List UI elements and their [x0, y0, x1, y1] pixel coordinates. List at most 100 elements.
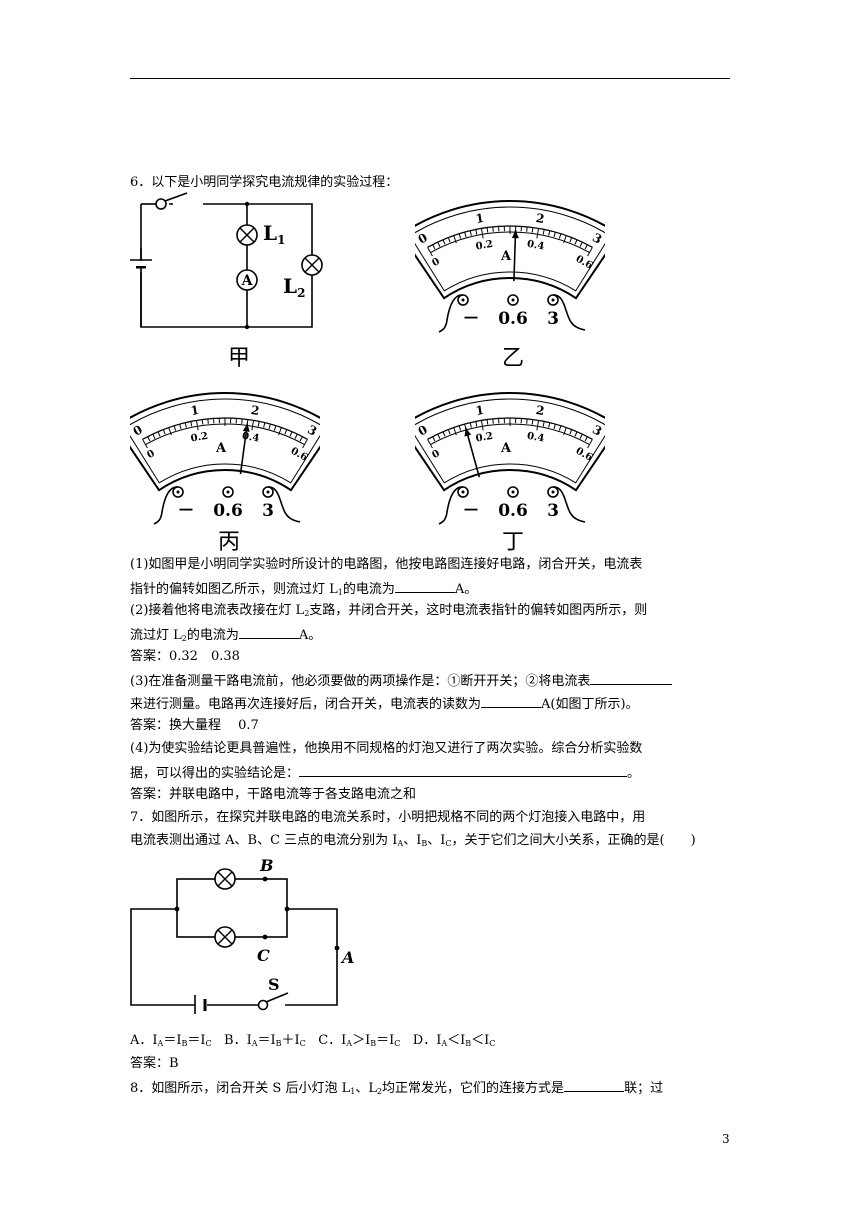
- q7-stem-line2: 电流表测出通过 A、B、C 三点的电流分别为 IA、IB、IC，关于它们之间大小…: [130, 833, 696, 848]
- scale-tick: [553, 232, 556, 238]
- scale-tick: [531, 419, 534, 425]
- meter-frame: [415, 200, 605, 300]
- scale-tick: [587, 247, 593, 257]
- page-number: 3: [722, 1132, 730, 1146]
- scale-tick: [251, 420, 255, 431]
- terminal-dot: [176, 490, 180, 494]
- scale-tick: [442, 431, 446, 437]
- q6-p4-line2: 据，可以得出的实验结论是：。: [130, 763, 736, 782]
- scale-tick: [475, 421, 478, 427]
- scale-tick: [273, 425, 277, 431]
- ammeter-label: A: [241, 273, 254, 289]
- scale-tick: [587, 439, 593, 449]
- scale-label-top: 2: [250, 403, 261, 418]
- wire-left: [438, 486, 464, 525]
- q6-stem: 6．以下是小明同学探究电流规律的实验过程：: [130, 175, 399, 190]
- scale-tick: [584, 244, 588, 250]
- scale-tick: [437, 433, 441, 439]
- meter-pointer: [513, 230, 517, 282]
- scale-tick: [289, 431, 293, 437]
- scale-tick: [427, 439, 433, 449]
- label-s: S: [268, 975, 280, 994]
- scale-tick: [207, 418, 209, 424]
- scale-tick: [486, 227, 489, 233]
- lamp-b-icon: [214, 868, 236, 890]
- scale-label-bottom: 0: [145, 448, 156, 461]
- q7-answer: 答案：B: [130, 1056, 179, 1071]
- terminal-dot: [551, 490, 555, 494]
- ammeter-icon: [236, 269, 258, 291]
- scale-tick: [464, 232, 467, 238]
- scale-tick: [278, 427, 282, 436]
- label-b: B: [259, 856, 274, 875]
- meter-pointer-head: [464, 428, 472, 437]
- scale-tick: [574, 431, 578, 437]
- scale-tick: [432, 244, 436, 250]
- scale-tick: [492, 418, 494, 424]
- scale-tick: [284, 429, 288, 435]
- scale-label-bottom: 0.4: [526, 239, 545, 253]
- lamp-l2-icon: [301, 254, 323, 276]
- label-l1: L1: [263, 221, 285, 247]
- terminal-label: 3: [262, 501, 274, 521]
- scale-tick: [475, 229, 478, 235]
- scale-label-top: 1: [189, 403, 200, 418]
- scale-tick: [458, 233, 462, 239]
- terminal-label: 0.6: [498, 501, 528, 521]
- scale-tick: [548, 230, 551, 236]
- scale-tick: [542, 421, 545, 427]
- terminal-dot: [551, 298, 555, 302]
- terminal-label: 3: [547, 501, 559, 521]
- meter-frame: [130, 392, 320, 492]
- label-a: A: [340, 948, 354, 967]
- scale-tick: [201, 419, 204, 425]
- scale-tick: [179, 424, 182, 430]
- scale-tick: [195, 420, 199, 431]
- scale-tick: [268, 424, 271, 430]
- scale-tick: [453, 427, 457, 436]
- header-rule: [130, 78, 730, 79]
- meter-pointer-head: [511, 230, 519, 239]
- scale-tick: [257, 421, 260, 427]
- meter-unit: A: [500, 249, 512, 264]
- q7-option-a: A．IA＝IB＝IC: [130, 1033, 212, 1048]
- q7-option-d: D．IA＜IB＜IC: [412, 1033, 496, 1048]
- terminal-label: 0.6: [213, 501, 243, 521]
- label-c: C: [257, 946, 270, 965]
- scale-tick: [173, 425, 177, 431]
- scale-tick: [447, 237, 451, 243]
- scale-tick: [147, 436, 151, 442]
- scale-label-top: 2: [535, 211, 546, 226]
- meter-frame: [415, 392, 605, 492]
- scale-tick: [469, 422, 472, 428]
- scale-tick: [579, 241, 583, 247]
- scale-label-bottom: 0.2: [475, 239, 494, 253]
- scale-tick: [558, 233, 562, 239]
- scale-tick: [437, 241, 441, 247]
- meter-unit: A: [215, 441, 227, 456]
- q6-p3-line1: (3)在准备测量干路电流前，他必须要做的两项操作是：①断开开关；②将电流表: [130, 671, 736, 690]
- q6-answer-2: 答案：换大量程 0.7: [130, 718, 259, 733]
- scale-tick: [579, 433, 583, 439]
- scale-tick: [569, 237, 573, 243]
- scale-tick: [584, 436, 588, 442]
- meter-pointer-head: [242, 423, 250, 432]
- q7-options: A．IA＝IB＝IC B．IA＝IB＋IC C．IA＞IB＝IC D．IA＜IB…: [130, 1032, 736, 1049]
- scale-tick: [526, 418, 528, 424]
- scale-tick: [480, 228, 484, 239]
- scale-tick: [526, 226, 528, 232]
- scale-label-top: 1: [474, 211, 485, 226]
- scale-tick: [447, 429, 451, 435]
- caption-jia: 甲: [228, 346, 251, 371]
- scale-tick: [569, 429, 573, 435]
- figure-q7-circuit: B C A S: [130, 856, 354, 1014]
- caption-ding: 丁: [502, 530, 525, 555]
- lamp-l1-icon: [236, 224, 258, 246]
- q7-option-b: B．IA＝IB＋IC: [224, 1033, 306, 1048]
- q6-p1-line1: (1)如图甲是小明同学实验时所设计的电路图，他按电路图连接好电路，闭合开关，电流…: [130, 557, 643, 572]
- meter-pointer: [239, 423, 249, 475]
